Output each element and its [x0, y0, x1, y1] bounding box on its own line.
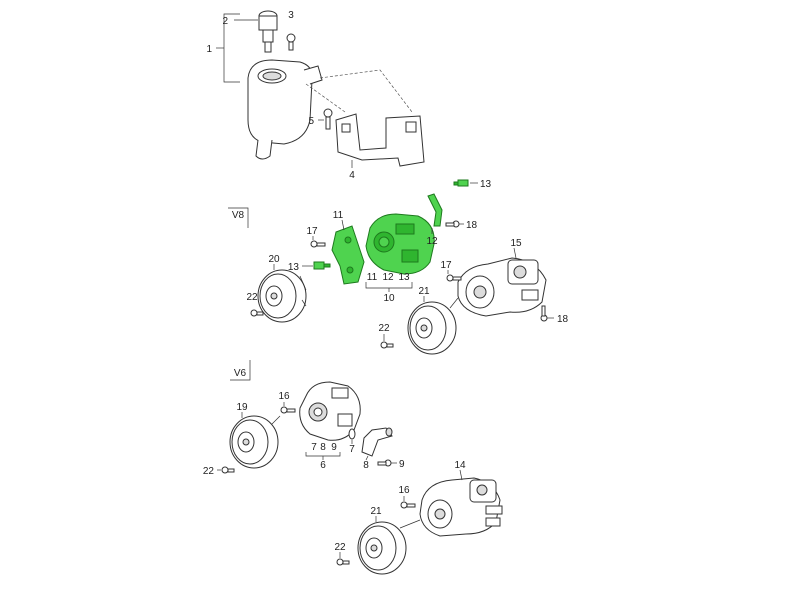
- power-steering-pump-v8: [365, 213, 435, 275]
- bracket-bolt: [323, 108, 333, 130]
- power-steering-pump-v6: [299, 381, 361, 441]
- pump-15: [457, 257, 547, 317]
- label-8b: 8: [363, 460, 369, 471]
- fluid-reservoir: [247, 59, 323, 160]
- label-13c: 13: [398, 272, 410, 283]
- bolt-17-a: [310, 240, 326, 248]
- v6-section: [217, 360, 503, 575]
- pump-bracket-11: [331, 225, 365, 285]
- label-14: 14: [454, 460, 466, 471]
- label-16a: 16: [278, 391, 290, 402]
- label-9b: 9: [399, 459, 405, 470]
- bolt-22-d: [336, 558, 350, 566]
- bolt-18-a: [445, 220, 460, 228]
- label-21a: 21: [418, 286, 430, 297]
- label-12a: 12: [426, 236, 438, 247]
- variant-v8-label: V8: [232, 210, 245, 221]
- label-16b: 16: [398, 485, 410, 496]
- label-20: 20: [268, 254, 280, 265]
- label-3: 3: [288, 10, 294, 21]
- label-6: 6: [320, 460, 326, 471]
- label-2: 2: [222, 16, 228, 27]
- bolt-18-b: [540, 305, 548, 322]
- bolt-22-b: [380, 341, 394, 349]
- label-7b: 7: [349, 444, 355, 455]
- reservoir-group: [216, 10, 413, 160]
- label-18a: 18: [466, 220, 478, 231]
- pulley-19: [229, 415, 281, 469]
- label-12b: 12: [382, 272, 394, 283]
- label-13b: 13: [288, 262, 300, 273]
- callout-labels: 1 2 3 4 5 V8 11 12 13 18 17 13 20 11 12 …: [203, 10, 569, 553]
- label-18b: 18: [557, 314, 569, 325]
- bolt-9: [377, 459, 392, 467]
- bolt-22-c: [221, 466, 235, 474]
- label-13a: 13: [480, 179, 492, 190]
- seal-7: [348, 428, 356, 440]
- label-4: 4: [349, 170, 355, 181]
- label-22d: 22: [334, 542, 346, 553]
- label-22a: 22: [246, 292, 258, 303]
- label-11a: 11: [333, 210, 344, 221]
- bolt-22-a: [250, 309, 264, 317]
- label-8a: 8: [320, 442, 326, 453]
- label-22c: 22: [203, 466, 215, 477]
- reservoir-cap: [258, 10, 278, 53]
- elbow-fitting-8: [361, 427, 393, 457]
- label-22b: 22: [378, 323, 390, 334]
- pulley-21-b: [357, 519, 421, 575]
- reservoir-bracket: [335, 113, 425, 167]
- label-15: 15: [510, 238, 522, 249]
- label-19: 19: [236, 402, 248, 413]
- v8-section: [228, 179, 554, 355]
- pump-bracket-12: [427, 193, 443, 227]
- bolt-16-b: [400, 501, 416, 509]
- label-7a: 7: [311, 442, 317, 453]
- label-11b: 11: [367, 272, 378, 283]
- bolt-16-a: [280, 406, 296, 414]
- pump-bolt-13-left: [313, 261, 331, 270]
- label-21b: 21: [370, 506, 382, 517]
- label-17a: 17: [306, 226, 318, 237]
- label-1: 1: [206, 44, 212, 55]
- label-10: 10: [383, 293, 395, 304]
- reservoir-bolt: [286, 33, 296, 51]
- variant-v6-label: V6: [234, 368, 247, 379]
- bolt-17-b: [446, 274, 462, 282]
- label-5: 5: [308, 116, 314, 127]
- pump-bolt-13-top: [453, 179, 469, 187]
- pump-14: [419, 477, 503, 537]
- label-17b: 17: [440, 260, 452, 271]
- pulley-21-a: [407, 297, 459, 355]
- label-9a: 9: [331, 442, 337, 453]
- pulley-20: [257, 269, 307, 323]
